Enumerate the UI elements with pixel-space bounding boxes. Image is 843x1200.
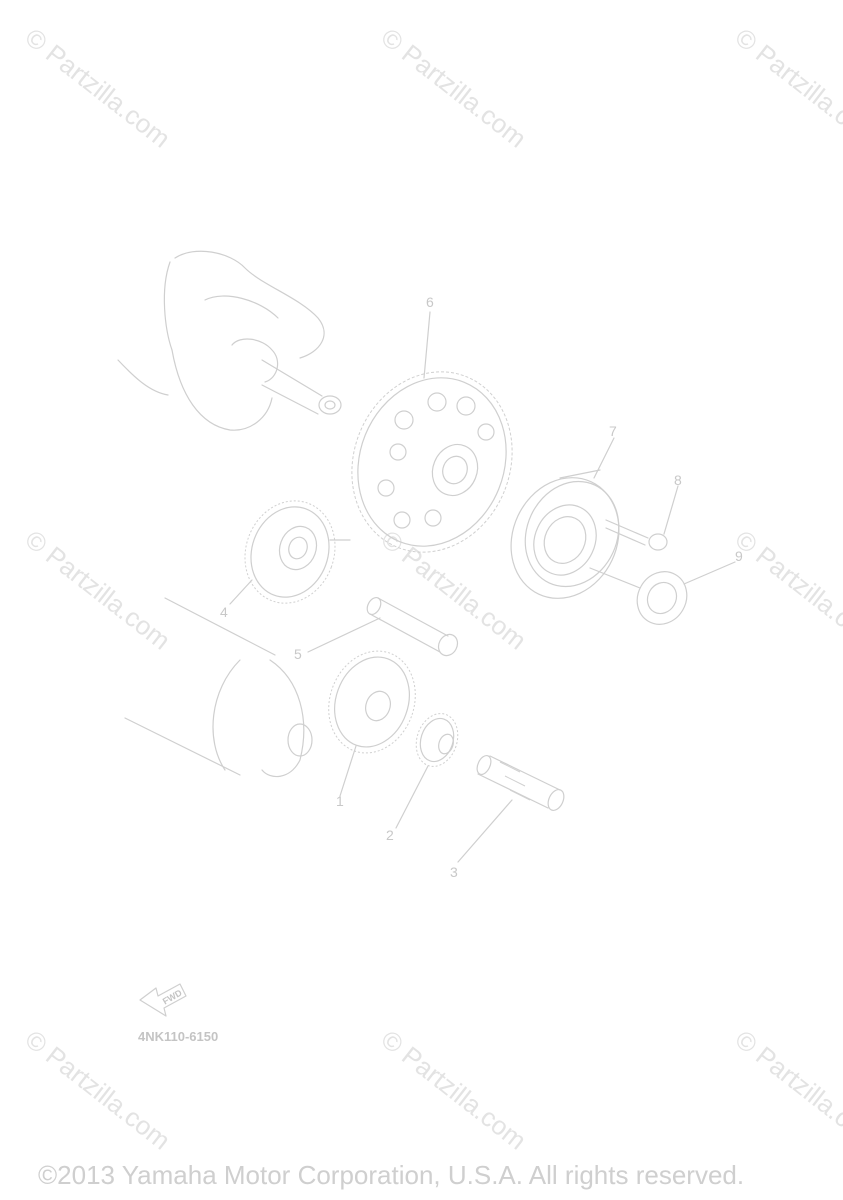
callout-4: 4	[220, 604, 228, 620]
forward-arrow-icon	[139, 983, 187, 1017]
washer-9-illustration	[636, 571, 688, 625]
shaft-5-illustration	[366, 596, 459, 657]
callout-8: 8	[674, 472, 682, 488]
gear-6-illustration	[351, 371, 513, 553]
crankshaft-illustration	[117, 250, 342, 431]
part-code: 4NK110-6150	[138, 1029, 219, 1044]
shaft-3-illustration	[476, 754, 565, 811]
callout-6: 6	[426, 294, 434, 310]
gear-1-illustration	[328, 650, 416, 754]
engine-shaft-illustration	[124, 597, 313, 778]
callout-5: 5	[294, 646, 302, 662]
copyright-notice: ©2013 Yamaha Motor Corporation, U.S.A. A…	[38, 1160, 745, 1190]
leader-lines	[229, 311, 736, 863]
callout-2: 2	[386, 827, 394, 843]
bolt-8-illustration	[605, 519, 668, 551]
gear-2-illustration	[415, 713, 459, 767]
gear-4-illustration	[244, 500, 351, 604]
callout-9: 9	[735, 548, 743, 564]
callout-7: 7	[609, 423, 617, 439]
callout-3: 3	[450, 864, 458, 880]
callout-1: 1	[336, 793, 344, 809]
starter-clutch-7-illustration	[510, 469, 641, 599]
